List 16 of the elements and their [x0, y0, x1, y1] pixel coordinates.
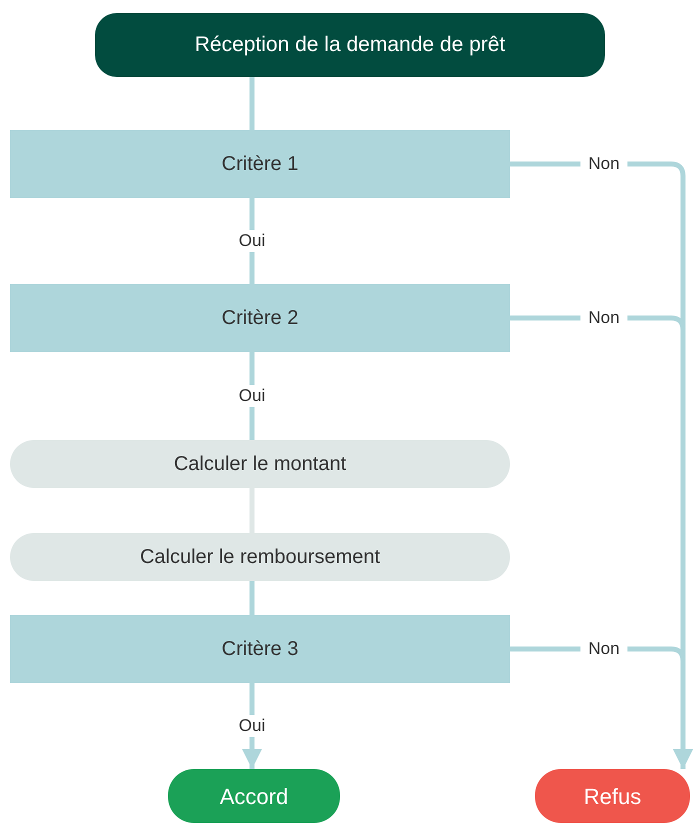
node-label: Calculer le remboursement [140, 545, 380, 570]
node-label: Calculer le montant [174, 452, 346, 477]
criterion-box [10, 615, 510, 683]
refusal-terminal [535, 769, 690, 823]
start-terminal [95, 13, 605, 77]
node-label: Accord [220, 782, 288, 810]
node-label: Critère 2 [222, 306, 298, 331]
process-pill [10, 440, 510, 488]
process-pill [10, 533, 510, 581]
criterion-box [10, 284, 510, 352]
node-label: Critère 1 [222, 152, 298, 177]
approval-terminal [168, 769, 340, 823]
criterion-box [10, 130, 510, 198]
node-label: Critère 3 [222, 637, 298, 662]
node-label: Réception de la demande de prêt [194, 32, 506, 58]
node-label: Refus [584, 782, 642, 810]
